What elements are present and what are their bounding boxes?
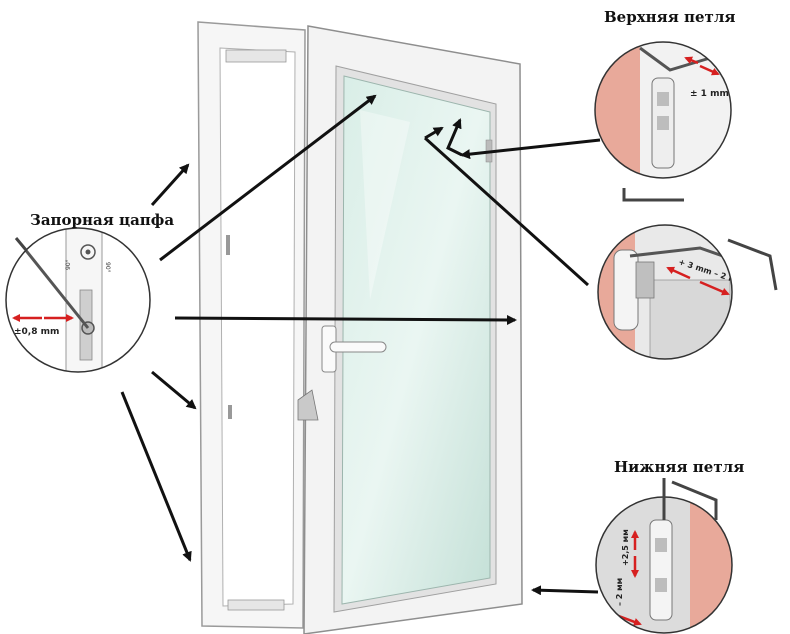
- arrow-mid-hinge-b: [424, 126, 444, 140]
- arrow-top-hinge-a: [460, 138, 601, 160]
- bottom-hinge-label: Нижняя петля: [614, 458, 745, 476]
- lock-dial-left-text: 90°: [65, 259, 72, 270]
- top-hinge-detail: ± 1 mm: [594, 41, 732, 202]
- arrow-bottom-hinge: [531, 585, 599, 596]
- middle-hinge-detail: + 3 mm – 2 mm: [597, 224, 778, 360]
- hex-key: [727, 238, 778, 291]
- window-handle[interactable]: [321, 325, 387, 373]
- bottom-hinge-vertical-text: +2,5 мм: [621, 529, 630, 566]
- locking-pin-detail: 90° 90° ±0,8 mm: [5, 227, 151, 373]
- arrow-top-hinge-b: [446, 118, 463, 157]
- hex-key: [622, 188, 684, 202]
- hex-key: [671, 480, 718, 520]
- bottom-hinge-detail: +2,5 мм – 2 мм + 3 мм: [595, 478, 733, 634]
- bottom-hinge-vertical-minus-text: – 2 мм: [615, 578, 624, 606]
- lock-dial-right-text: 90°: [104, 262, 111, 273]
- locking-pin-label: Запорная цапфа: [30, 211, 175, 229]
- arrow-lock-to-frame-bottom: [120, 391, 192, 562]
- arrow-mid-hinge-a: [423, 136, 590, 287]
- window-sash: [303, 25, 523, 634]
- tilt-arm: [297, 389, 319, 421]
- top-hinge-adjust-text: ± 1 mm: [690, 89, 729, 99]
- pointer-arrows: [120, 94, 601, 596]
- lock-adjust-text: ±0,8 mm: [14, 327, 59, 337]
- arrow-lock-to-frame-mid: [151, 370, 197, 410]
- arrow-lock-to-sash-top: [159, 94, 377, 262]
- top-hinge-label: Верхняя петля: [604, 8, 736, 26]
- arrow-lock-to-frame-top: [150, 163, 190, 207]
- hex-key: [14, 237, 28, 251]
- arrow-lock-to-sash-side: [174, 314, 517, 325]
- window-frame: [197, 21, 306, 629]
